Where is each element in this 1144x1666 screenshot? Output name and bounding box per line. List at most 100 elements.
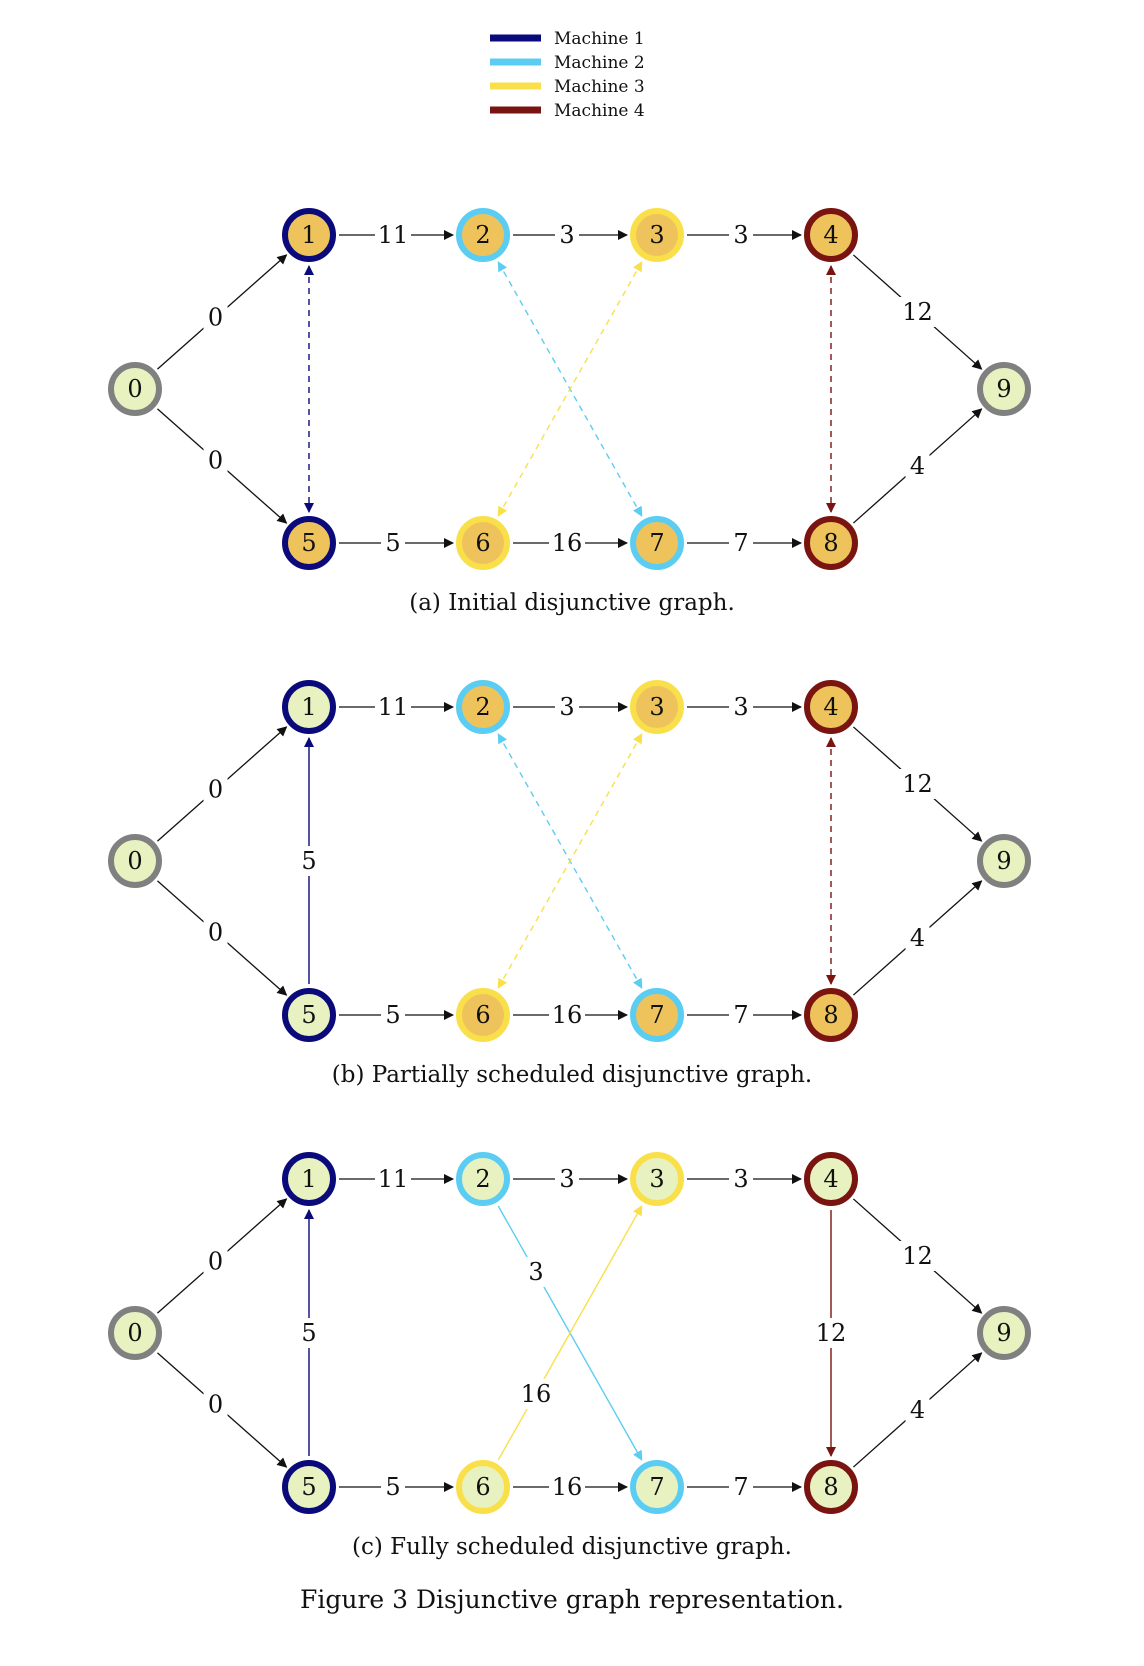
disjunctive-edge-6-3 (497, 1205, 643, 1461)
edge-label-bg (905, 923, 930, 953)
edge-label-bg (899, 297, 936, 327)
node-label: 9 (996, 375, 1011, 403)
figure-caption: Figure 3 Disjunctive graph representatio… (300, 1585, 844, 1614)
node-label: 8 (823, 1001, 838, 1029)
node-0: 0 (108, 1306, 162, 1360)
edge-label-bg (729, 220, 753, 250)
conjunctive-edge-label: 4 (910, 452, 925, 480)
edge-label-bg (729, 692, 753, 722)
node-circle (804, 208, 858, 262)
disjunctive-edge-3-6 (497, 733, 643, 989)
node-circle (804, 516, 858, 570)
edge-label-bg (203, 445, 228, 476)
disjunctive-edge-label: 5 (301, 1319, 316, 1347)
node-label: 6 (475, 1473, 490, 1501)
node-label: 4 (823, 1165, 838, 1193)
node-9: 9 (977, 834, 1031, 888)
node-circle (804, 988, 858, 1042)
edge-label-bg (375, 1164, 411, 1194)
conjunctive-edge-label: 11 (378, 1165, 409, 1193)
conjunctive-edge-label: 4 (910, 1396, 925, 1424)
node-label: 4 (823, 221, 838, 249)
node-label: 5 (301, 529, 316, 557)
node-label: 8 (823, 1473, 838, 1501)
edge-label-bg (375, 220, 411, 250)
conjunctive-edge-label: 12 (902, 770, 933, 798)
edge-label-bg (203, 1389, 228, 1420)
node-label: 6 (475, 1001, 490, 1029)
node-label: 0 (127, 1319, 142, 1347)
node-label: 9 (996, 1319, 1011, 1347)
edge-label-bg (555, 220, 579, 250)
node-circle (282, 1152, 336, 1206)
node-circle (630, 1460, 684, 1514)
conjunctive-edge-label: 7 (733, 1001, 748, 1029)
conjunctive-edge-label: 0 (208, 446, 223, 474)
conjunctive-edge-label: 16 (552, 1001, 583, 1029)
edge-label-bg (381, 528, 405, 558)
node-1: 1 (282, 680, 336, 734)
conjunctive-edge-label: 4 (910, 924, 925, 952)
node-9: 9 (977, 362, 1031, 416)
node-5: 5 (282, 516, 336, 570)
edge-label-bg (549, 1000, 585, 1030)
panel-caption: (c) Fully scheduled disjunctive graph. (352, 1534, 792, 1560)
node-circle (456, 1460, 510, 1514)
node-6: 6 (456, 1460, 510, 1514)
node-label: 3 (649, 693, 664, 721)
disjunctive-edge-3-6 (497, 261, 643, 517)
conjunctive-edge-label: 0 (208, 918, 223, 946)
node-2: 2 (456, 680, 510, 734)
node-label: 3 (649, 221, 664, 249)
node-8: 8 (804, 988, 858, 1042)
node-label: 2 (475, 1165, 490, 1193)
node-4: 4 (804, 208, 858, 262)
legend-label: Machine 2 (554, 53, 645, 73)
disjunctive-edge-label: 3 (528, 1258, 543, 1286)
edge-label-bg (549, 1472, 585, 1502)
conjunctive-edge-label: 7 (733, 1473, 748, 1501)
node-circle (630, 516, 684, 570)
conjunctive-edge-label: 3 (733, 693, 748, 721)
node-label: 6 (475, 529, 490, 557)
node-5: 5 (282, 1460, 336, 1514)
node-circle (456, 988, 510, 1042)
legend-label: Machine 3 (554, 77, 645, 97)
legend-label: Machine 1 (554, 29, 645, 49)
node-label: 5 (301, 1001, 316, 1029)
disjunctive-edge-label: 16 (521, 1380, 552, 1408)
node-circle (804, 1460, 858, 1514)
conjunctive-edge-label: 12 (902, 1242, 933, 1270)
edge-label-bg (381, 1472, 405, 1502)
edge-label-bg (905, 1395, 930, 1425)
node-1: 1 (282, 208, 336, 262)
conjunctive-edge-label: 5 (385, 1001, 400, 1029)
node-circle (456, 516, 510, 570)
conjunctive-edge-label: 16 (552, 529, 583, 557)
node-2: 2 (456, 208, 510, 262)
panel-caption: (b) Partially scheduled disjunctive grap… (332, 1062, 812, 1088)
conjunctive-edge-label: 16 (552, 1473, 583, 1501)
conjunctive-edge-label: 7 (733, 529, 748, 557)
conjunctive-edge-label: 11 (378, 221, 409, 249)
node-6: 6 (456, 988, 510, 1042)
edge-label-bg (549, 528, 585, 558)
panel-caption: (a) Initial disjunctive graph. (409, 590, 735, 616)
node-label: 2 (475, 693, 490, 721)
node-circle (282, 988, 336, 1042)
edge-label-bg (899, 1241, 936, 1271)
node-label: 8 (823, 529, 838, 557)
conjunctive-edge-label: 5 (385, 529, 400, 557)
conjunctive-edge-label: 0 (208, 1390, 223, 1418)
node-label: 5 (301, 1473, 316, 1501)
conjunctive-edge-label: 3 (559, 1165, 574, 1193)
edge-label-bg (905, 451, 930, 481)
node-0: 0 (108, 362, 162, 416)
legend-label: Machine 4 (554, 101, 645, 121)
conjunctive-edge-label: 0 (208, 1248, 223, 1276)
node-circle (804, 1152, 858, 1206)
node-7: 7 (630, 516, 684, 570)
node-8: 8 (804, 516, 858, 570)
